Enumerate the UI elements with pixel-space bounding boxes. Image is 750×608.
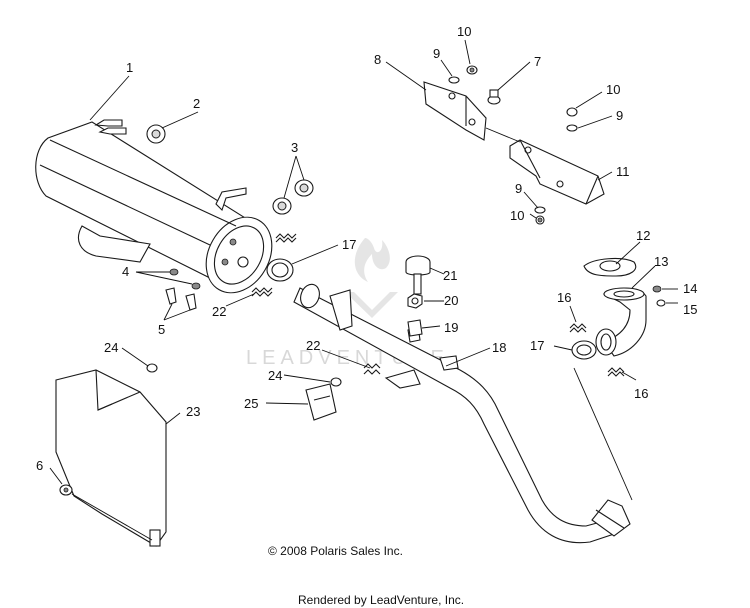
nut-part [407,293,423,309]
callout-19: 19 [444,320,458,335]
bracket-hardware-part [448,65,578,225]
callout-8: 8 [374,52,381,67]
callout-2: 2 [193,96,200,111]
callout-22-center: 22 [306,338,320,353]
callout-10-lower: 10 [510,208,524,223]
callout-23: 23 [186,404,200,419]
pins-part [165,287,197,311]
head-pipe-part [293,283,631,544]
callout-9-lower: 9 [515,181,522,196]
callout-24-center: 24 [268,368,282,383]
callout-20: 20 [444,293,458,308]
callout-17-right: 17 [530,338,544,353]
elbow-pipe-part [595,287,647,357]
callout-17-left: 17 [342,237,356,252]
callout-10-right: 10 [606,82,620,97]
callout-7: 7 [534,54,541,69]
callout-5: 5 [158,322,165,337]
callout-16-upper: 16 [557,290,571,305]
callout-22-left: 22 [212,304,226,319]
leader-lines [49,39,678,541]
spring-right-part [569,323,625,377]
muffler-part [35,119,273,294]
callout-13: 13 [654,254,668,269]
mount-bracket-part [305,377,342,421]
callout-18: 18 [492,340,506,355]
grommet-part [146,124,166,144]
callout-15: 15 [683,302,697,317]
callout-14: 14 [683,281,697,296]
bracket-lower-part [509,139,605,205]
nuts-part [169,268,201,290]
callout-4: 4 [122,264,129,279]
flange-nuts-part [652,285,666,307]
callout-1: 1 [126,60,133,75]
grommets-part [272,179,314,215]
callout-21: 21 [443,268,457,283]
callout-16-lower: 16 [634,386,648,401]
copyright-text: © 2008 Polaris Sales Inc. [268,544,403,558]
clip-part [407,319,423,337]
flange-gasket-part [583,257,637,277]
footer-rendered-by: Rendered by LeadVenture, Inc. [298,593,464,607]
callout-6: 6 [36,458,43,473]
spring-part [251,233,381,375]
callout-10-top: 10 [457,24,471,39]
callout-9-upper: 9 [433,46,440,61]
bracket-upper-part [423,81,487,141]
heat-shield-part [55,363,167,547]
callout-24-left: 24 [104,340,118,355]
gasket-part [266,258,294,282]
callout-11: 11 [616,164,630,179]
callout-12: 12 [636,228,650,243]
callout-25: 25 [244,396,258,411]
callout-3: 3 [291,140,298,155]
bolt-part [405,255,431,295]
callout-labels: 1 2 3 4 5 6 7 8 9 9 9 10 10 10 11 12 13 … [36,24,697,473]
gasket-right-part [571,340,597,360]
callout-9-right: 9 [616,108,623,123]
